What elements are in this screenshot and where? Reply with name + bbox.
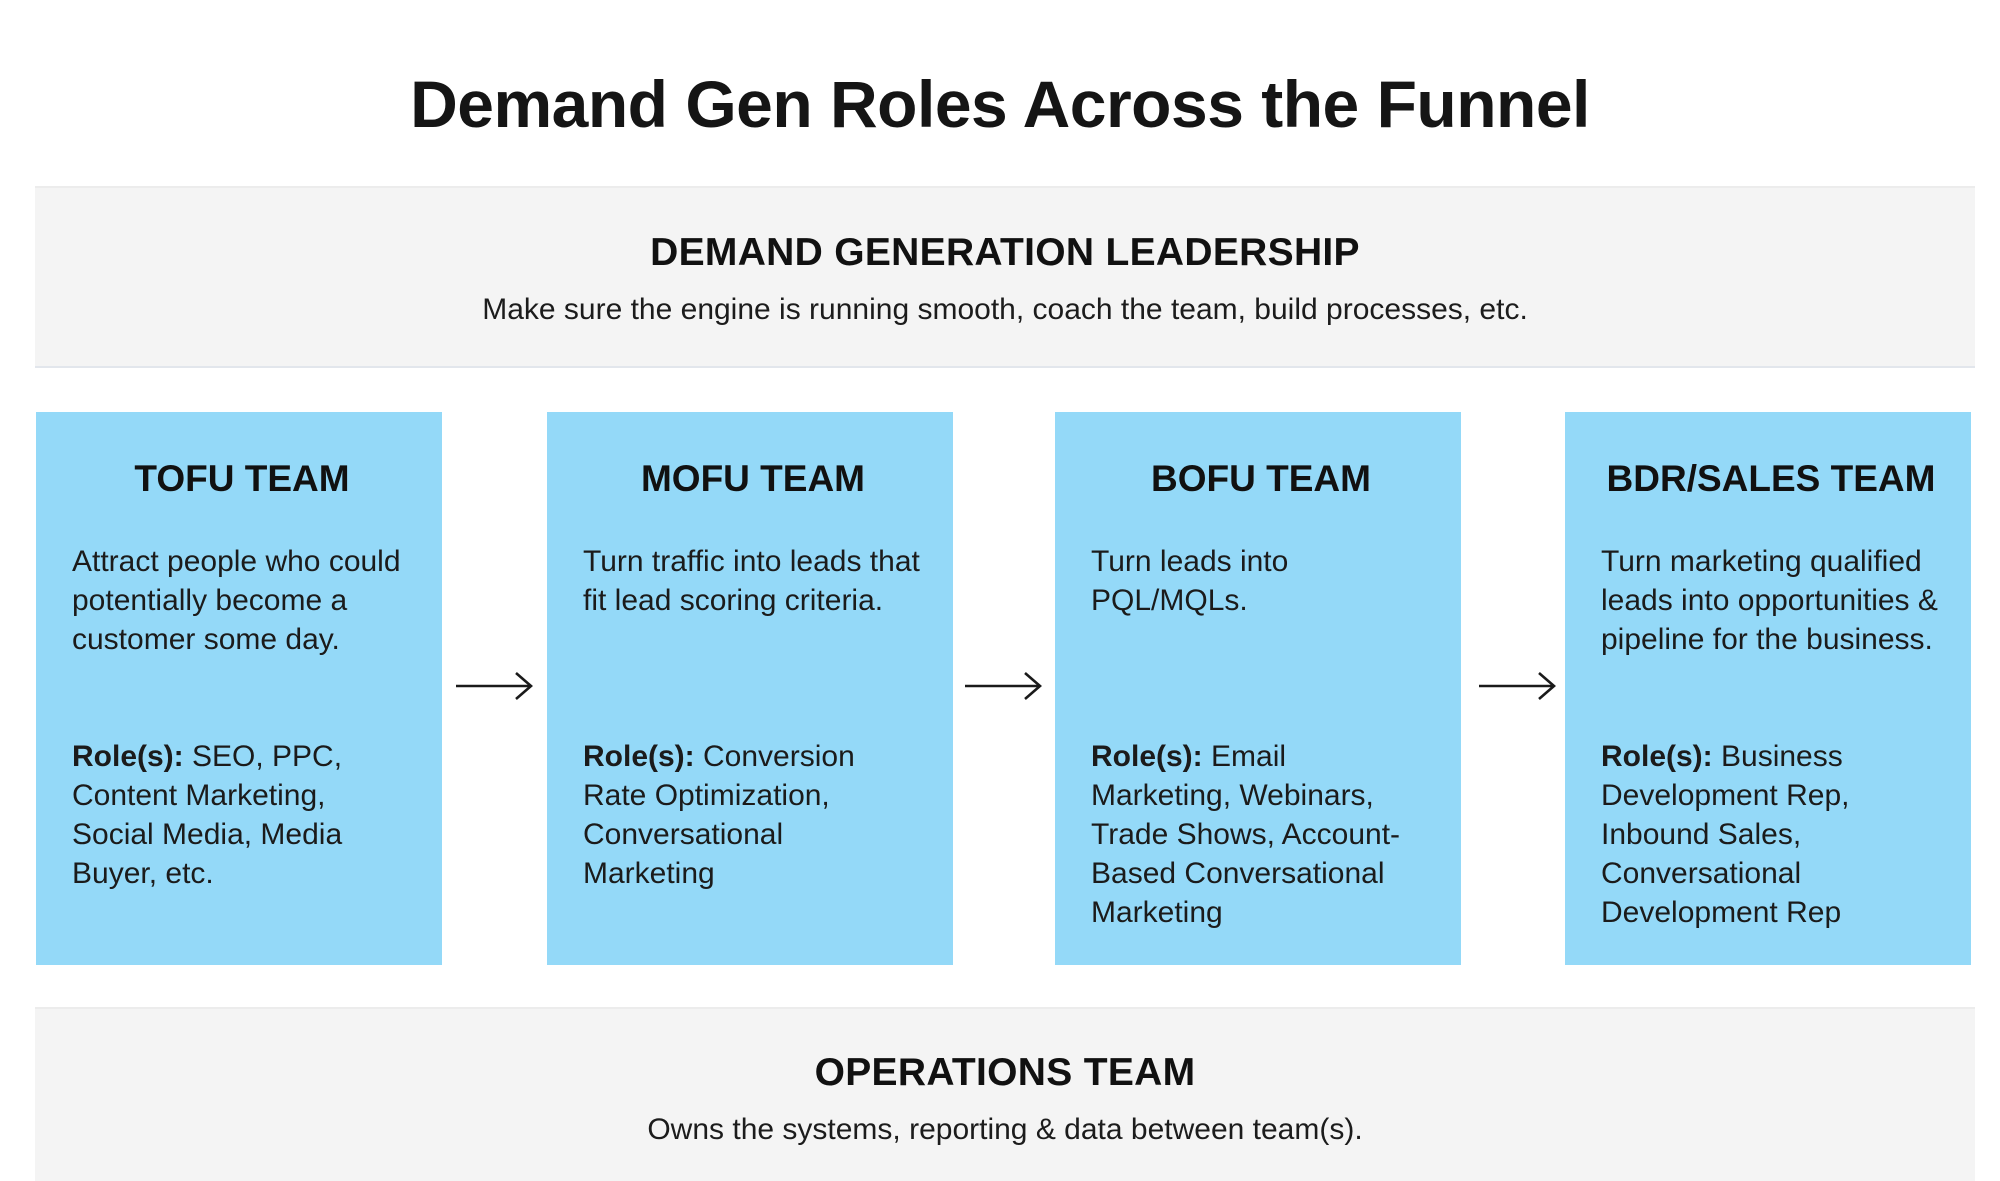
card-title: BOFU TEAM: [1151, 458, 1371, 499]
card-description: Turn marketing qualified leads into oppo…: [1601, 545, 1938, 656]
card-title: BDR/SALES TEAM: [1606, 458, 1936, 499]
roles-label: Role(s):: [1601, 740, 1713, 773]
arrow-right-icon: [965, 672, 1042, 700]
bdr-sales-card: BDR/SALES TEAM Turn marketing qualified …: [1565, 412, 1971, 965]
arrow-right-icon: [456, 672, 533, 700]
page-title: Demand Gen Roles Across the Funnel: [410, 67, 1590, 141]
bofu-card: BOFU TEAM Turn leads into PQL/MQLs. Role…: [1055, 412, 1461, 965]
roles-label: Role(s):: [583, 740, 695, 773]
leadership-description: Make sure the engine is running smooth, …: [482, 293, 1528, 326]
leadership-band: DEMAND GENERATION LEADERSHIP Make sure t…: [35, 186, 1975, 368]
operations-title: OPERATIONS TEAM: [814, 1051, 1196, 1094]
card-title: MOFU TEAM: [640, 458, 866, 499]
card-title: TOFU TEAM: [134, 458, 350, 499]
roles-text: SEO, PPC, Content Marketing, Social Medi…: [72, 740, 343, 890]
operations-band: OPERATIONS TEAM Owns the systems, report…: [35, 1007, 1975, 1181]
roles-text: Business Development Rep, Inbound Sales,…: [1601, 740, 1850, 929]
roles-text: Conversion Rate Optimization, Conversati…: [583, 740, 855, 890]
card-roles: Role(s): Business Development Rep, Inbou…: [1601, 737, 1941, 932]
roles-label: Role(s):: [1091, 740, 1203, 773]
card-roles: Role(s): SEO, PPC, Content Marketing, So…: [72, 737, 412, 893]
card-description: Attract people who could potentially bec…: [72, 545, 401, 656]
tofu-card: TOFU TEAM Attract people who could poten…: [36, 412, 442, 965]
card-roles: Role(s): Conversion Rate Optimization, C…: [583, 737, 923, 893]
card-roles: Role(s): Email Marketing, Webinars, Trad…: [1091, 737, 1431, 932]
operations-description: Owns the systems, reporting & data betwe…: [647, 1113, 1363, 1146]
roles-label: Role(s):: [72, 740, 184, 773]
leadership-title: DEMAND GENERATION LEADERSHIP: [650, 231, 1360, 274]
arrow-right-icon: [1479, 672, 1556, 700]
roles-text: Email Marketing, Webinars, Trade Shows, …: [1091, 740, 1401, 929]
card-description: Turn traffic into leads that fit lead sc…: [583, 545, 920, 617]
card-description: Turn leads into PQL/MQLs.: [1091, 545, 1289, 617]
mofu-card: MOFU TEAM Turn traffic into leads that f…: [547, 412, 953, 965]
